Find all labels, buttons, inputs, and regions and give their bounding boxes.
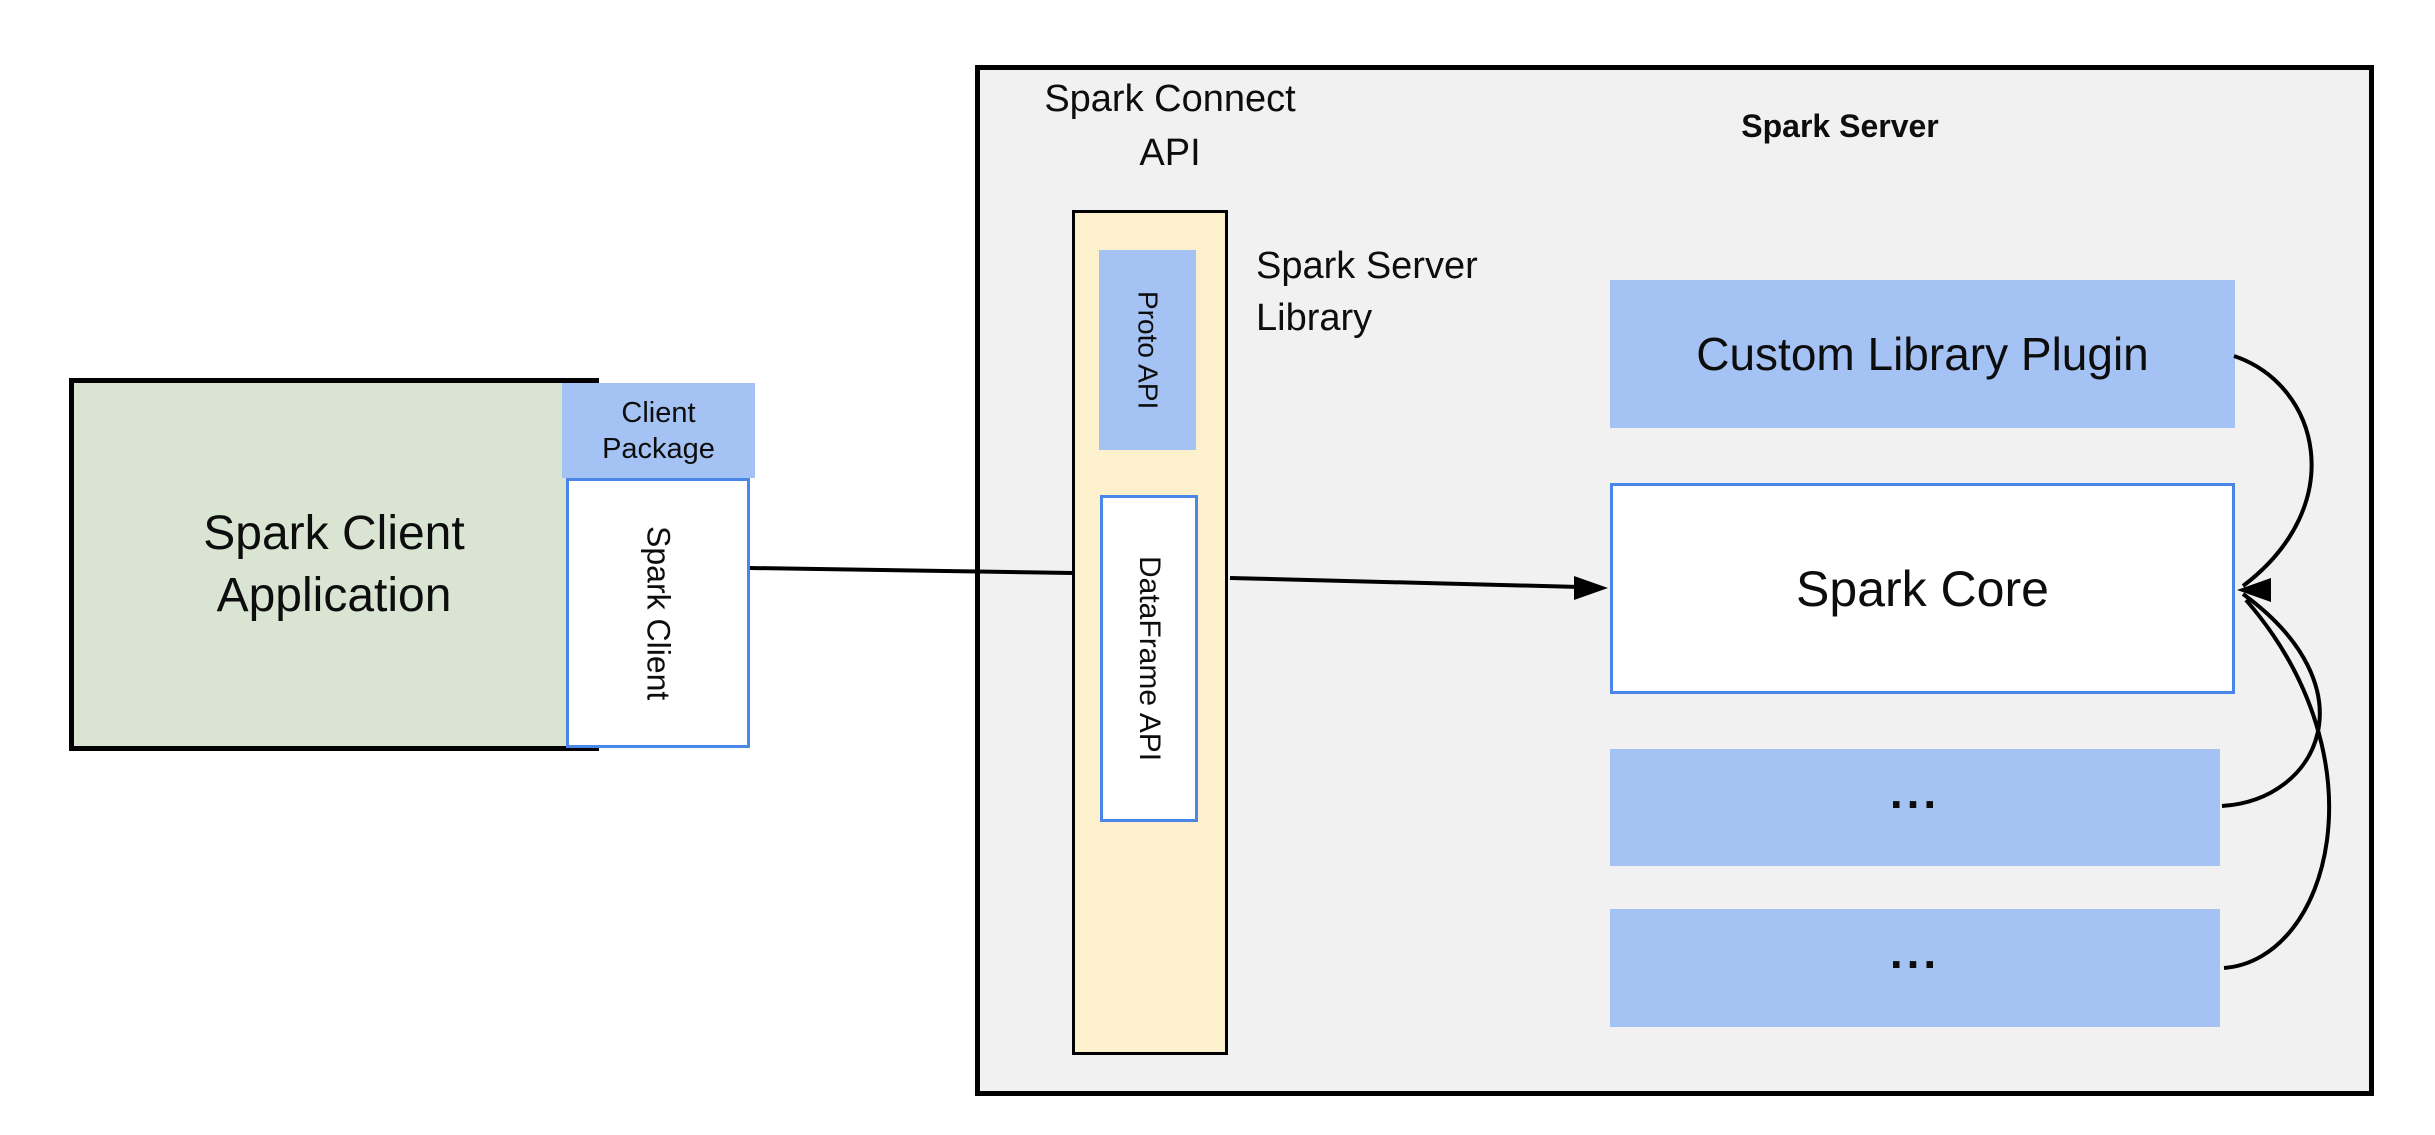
- dataframe-api-label: DataFrame API: [1133, 555, 1166, 762]
- spark-server-title: Spark Server: [1741, 108, 1939, 144]
- spark-core-box: Spark Core: [1610, 483, 2235, 694]
- dataframe-api-box: DataFrame API: [1100, 495, 1198, 822]
- client-package-label: Client Package: [602, 396, 715, 465]
- spark-client-label: Spark Client: [640, 525, 677, 701]
- plugin-slot-2-box: ...: [1610, 909, 2220, 1027]
- plugin-slot-2-label: ...: [1889, 926, 1941, 978]
- spark-client-application-box: Spark Client Application: [69, 378, 599, 751]
- plugin-slot-1-label: ...: [1889, 765, 1941, 818]
- spark-server-library-label: Spark Server Library: [1256, 245, 1478, 339]
- spark-core-label: Spark Core: [1796, 560, 2049, 617]
- client-package-box: Client Package: [562, 383, 755, 478]
- proto-api-box: Proto API: [1099, 250, 1196, 450]
- spark-client-box: Spark Client: [566, 478, 750, 748]
- custom-library-plugin-label: Custom Library Plugin: [1696, 328, 2149, 380]
- plugin-slot-1-box: ...: [1610, 749, 2220, 866]
- proto-api-label: Proto API: [1132, 290, 1164, 410]
- spark-connect-api-label: Spark Connect API: [1044, 78, 1296, 174]
- custom-library-plugin-box: Custom Library Plugin: [1610, 280, 2235, 428]
- spark-client-application-label: Spark Client Application: [203, 506, 465, 622]
